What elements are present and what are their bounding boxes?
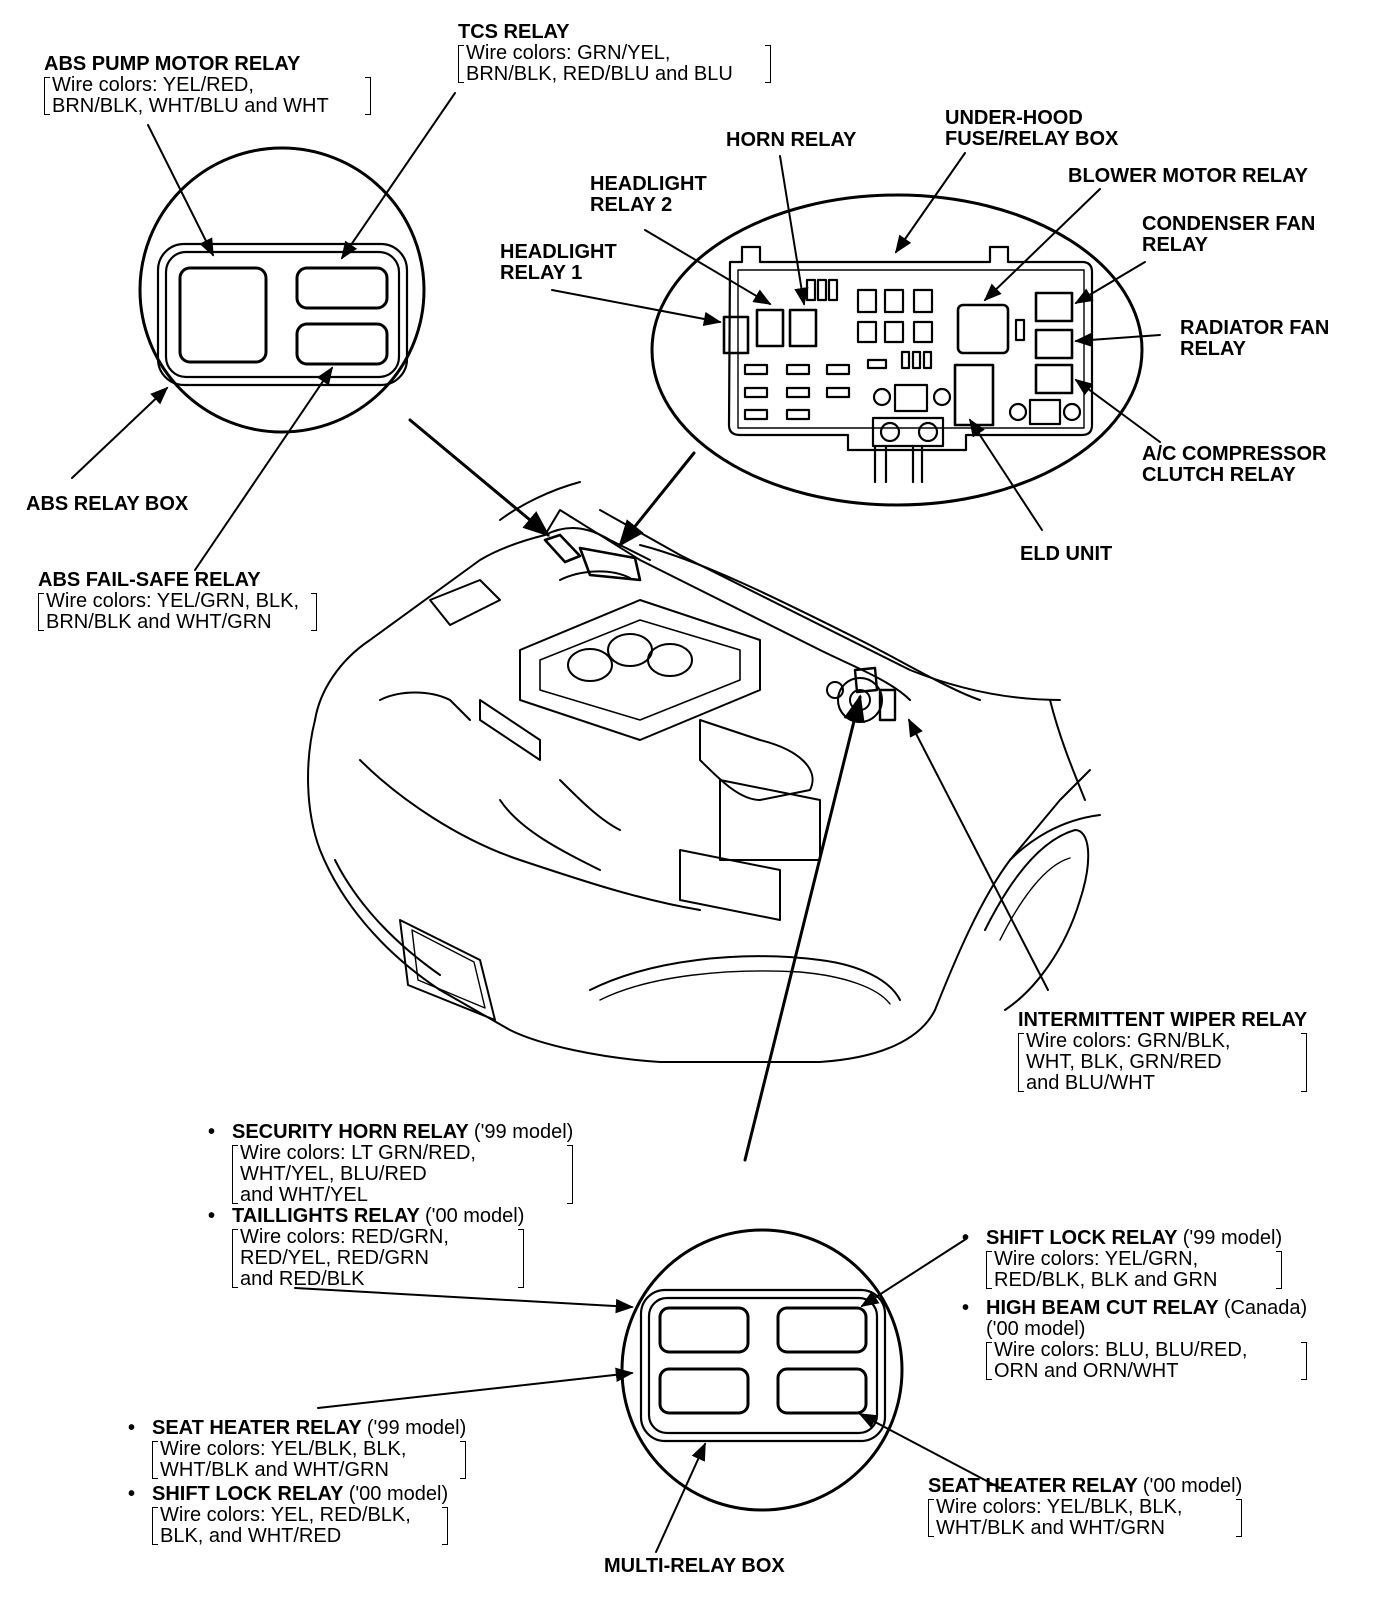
tcs-relay-label: TCS RELAY Wire colors: GRN/YEL, BRN/BLK,…	[458, 22, 771, 85]
intermittent-wiper-relay-label: INTERMITTENT WIPER RELAY Wire colors: GR…	[1018, 1009, 1308, 1094]
shift-lock-relay-99-label: SHIFT LOCK RELAY ('99 model) Wire colors…	[962, 1228, 1283, 1291]
abs-fail-safe-relay-label: ABS FAIL-SAFE RELAY Wire colors: YEL/GRN…	[38, 570, 318, 633]
vehicle-engine-bay-illustration	[307, 481, 1101, 1063]
horn-relay-label: HORN RELAY	[726, 129, 857, 151]
taillights-relay-label: TAILLIGHTS RELAY ('00 model) Wire colors…	[208, 1206, 525, 1290]
headlight-relay-2-label: HEADLIGHT RELAY 2	[590, 173, 707, 216]
abs-relay-box-label: ABS RELAY BOX	[26, 493, 189, 515]
leader-arrows	[71, 92, 1161, 1553]
security-horn-relay-label: SECURITY HORN RELAY ('99 model) Wire col…	[208, 1122, 574, 1206]
shift-lock-relay-00-label: SHIFT LOCK RELAY ('00 model) Wire colors…	[128, 1484, 449, 1547]
seat-heater-relay-99-label: SEAT HEATER RELAY ('99 model) Wire color…	[128, 1418, 467, 1481]
eld-unit-label: ELD UNIT	[1020, 543, 1113, 565]
multi-relay-box-label: MULTI-RELAY BOX	[604, 1555, 785, 1577]
radiator-fan-relay-label: RADIATOR FAN RELAY	[1180, 317, 1330, 360]
multi-relay-box-detail	[620, 1228, 904, 1512]
blower-motor-relay-label: BLOWER MOTOR RELAY	[1068, 165, 1309, 187]
eld-unit-shape	[953, 363, 995, 427]
ac-compressor-clutch-relay-label: A/C COMPRESSOR CLUTCH RELAY	[1142, 443, 1327, 486]
high-beam-cut-relay-label: HIGH BEAM CUT RELAY (Canada) ('00 model)…	[962, 1298, 1308, 1382]
abs-pump-motor-relay-shape	[178, 266, 268, 364]
abs-pump-motor-relay-label: ABS PUMP MOTOR RELAY Wire colors: YEL/RE…	[44, 54, 371, 117]
condenser-fan-relay-label: CONDENSER FAN RELAY	[1142, 213, 1316, 256]
seat-heater-relay-00-label: SEAT HEATER RELAY ('00 model) Wire color…	[928, 1475, 1243, 1539]
under-hood-fuse-relay-box-label: UNDER-HOOD FUSE/RELAY BOX	[945, 107, 1119, 150]
tcs-relay-shape	[295, 266, 389, 310]
headlight-relay-1-label: HEADLIGHT RELAY 1	[500, 241, 617, 284]
abs-relay-box-detail	[138, 146, 426, 434]
under-hood-fuse-relay-box-detail	[650, 193, 1144, 507]
abs-fail-safe-relay-shape	[295, 322, 389, 366]
